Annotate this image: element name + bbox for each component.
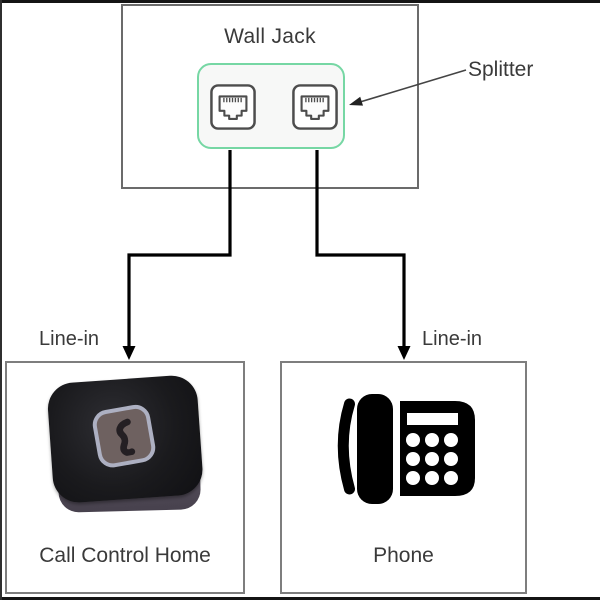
arrow-down-icon	[397, 346, 411, 360]
rj11-jack-icon	[210, 84, 256, 130]
call-control-home-box: Call Control Home	[5, 361, 245, 594]
arrow-down-icon	[122, 346, 136, 360]
line-in-label-left: Line-in	[39, 328, 100, 350]
line-in-label-right: Line-in	[422, 328, 483, 350]
handset-icon	[116, 418, 136, 456]
keypad-dots	[406, 433, 458, 485]
phone-logo-badge	[90, 402, 158, 470]
phone-box: Phone	[280, 361, 527, 594]
splitter-panel	[197, 63, 345, 149]
desk-phone-icon	[337, 394, 475, 504]
device-top-face	[46, 373, 205, 505]
phone-label: Phone	[373, 544, 434, 567]
call-control-home-device-image	[41, 373, 213, 533]
rj11-jack-icon	[292, 84, 338, 130]
call-control-home-label: Call Control Home	[39, 544, 211, 567]
window-edge-bottom	[0, 597, 600, 600]
wall-jack-label: Wall Jack	[224, 25, 316, 48]
window-edge-left	[0, 0, 2, 600]
splitter-label: Splitter	[468, 58, 534, 81]
window-edge-top	[0, 0, 600, 3]
